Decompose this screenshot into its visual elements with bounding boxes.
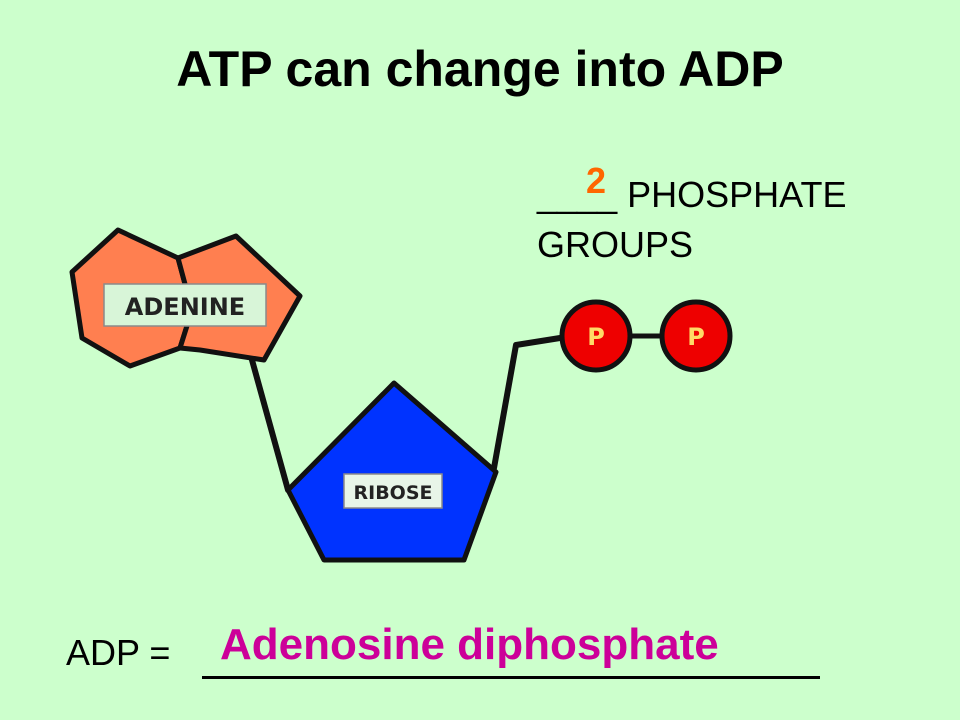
- phosphate-question-line1: ____ PHOSPHATE: [537, 170, 846, 220]
- adenine-ribose-bond: [249, 357, 291, 493]
- adp-definition-answer: Adenosine diphosphate: [220, 620, 719, 669]
- phosphate-label: P: [687, 323, 705, 351]
- adp-definition-prefix: ADP =: [66, 632, 181, 673]
- ribose-molecule: RIBOSE: [285, 380, 499, 563]
- phosphate-group-1: P: [559, 299, 633, 373]
- ribose-pentagon: [285, 380, 499, 563]
- phosphate-group-2: P: [659, 299, 733, 373]
- ribose-phosphate-bond: [491, 335, 563, 471]
- ribose-label-box: [343, 473, 443, 509]
- adenine-label: ADENINE: [125, 293, 245, 321]
- phosphate-circle: [659, 299, 733, 373]
- slide-title: ATP can change into ADP: [176, 41, 784, 97]
- answer-blank: ____: [537, 174, 618, 215]
- definition-underline: [202, 676, 820, 679]
- phosphate-label: P: [587, 323, 605, 351]
- adenine-label-box: [103, 283, 267, 327]
- groups-text: GROUPS: [537, 224, 694, 265]
- phosphate-circle: [559, 299, 633, 373]
- phosphate-text: PHOSPHATE: [617, 174, 847, 215]
- phosphate-question: ____ PHOSPHATE GROUPS: [537, 170, 846, 270]
- ribose-label: RIBOSE: [354, 482, 433, 504]
- phosphate-count-answer: 2: [586, 160, 607, 201]
- adenine-molecule: ADENINE: [69, 227, 303, 369]
